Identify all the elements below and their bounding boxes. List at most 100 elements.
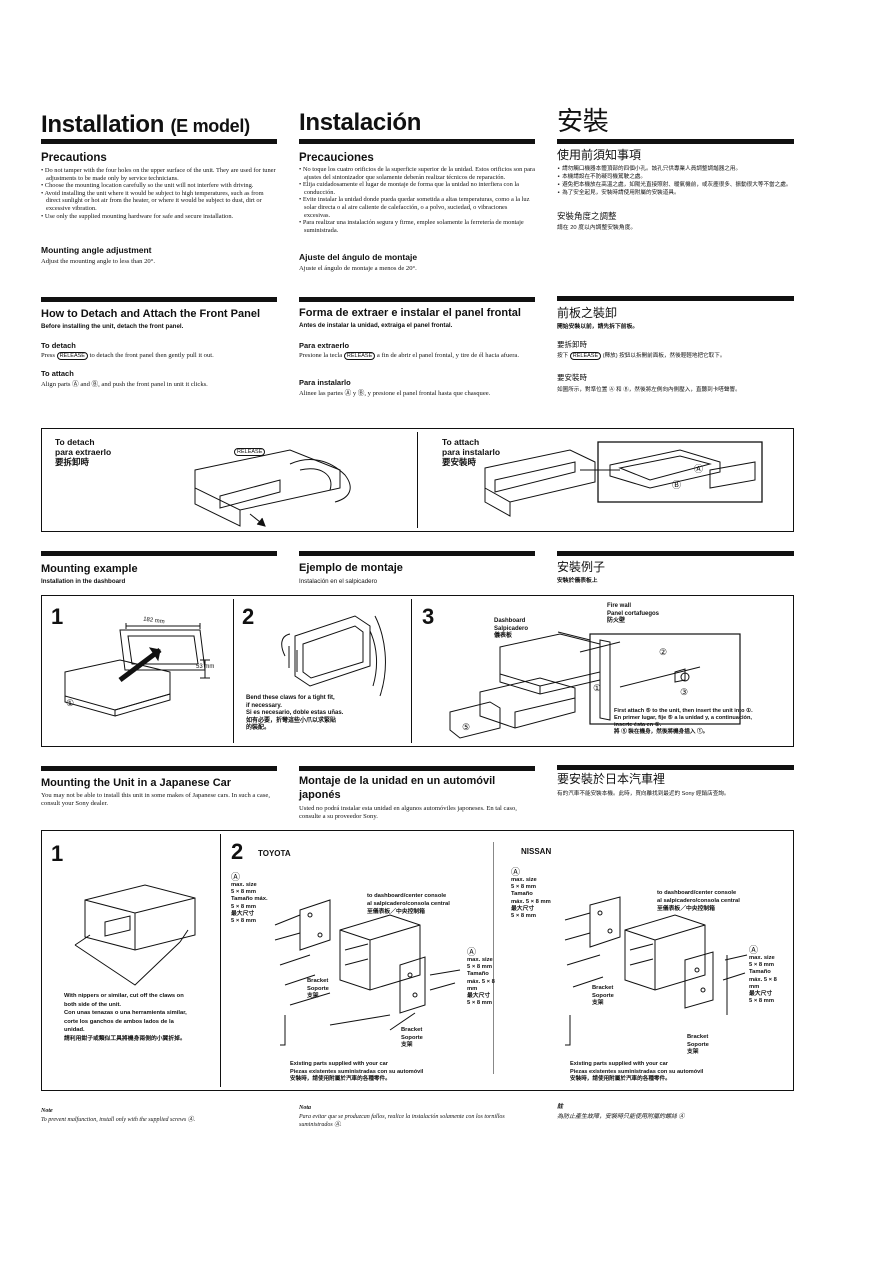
precautions-list-en: Do not tamper with the four holes on the… xyxy=(41,167,279,220)
label-line: 最大尺寸 xyxy=(231,910,255,917)
release-key: RELEASE xyxy=(343,352,376,360)
japanese-divider-2 xyxy=(493,842,494,1074)
attach-text-en: Align parts Ⓐ and Ⓑ, and push the front … xyxy=(41,381,208,388)
label-line: 要安裝時 xyxy=(442,457,477,467)
detach-intro-en: Before installing the unit, detach the f… xyxy=(41,323,184,330)
first-attach-note: First attach ⑤ to the unit, then insert … xyxy=(614,708,753,736)
release-label-figure: RELEASE xyxy=(234,448,266,456)
mark-a-nissan-2: Ⓐ xyxy=(749,945,759,955)
precautions-list-es: No toque los cuatro orificios de la supe… xyxy=(299,166,535,234)
step-number: 3 xyxy=(422,604,435,629)
precaution-item: Do not tamper with the four holes on the… xyxy=(41,167,279,182)
attach-illustration xyxy=(484,441,763,517)
detach-sub-es: Para extraerlo xyxy=(299,341,350,350)
label-line: 安裝時，請使用附屬於汽車的各種零件。 xyxy=(290,1076,391,1082)
label-line: Panel cortafuegos xyxy=(607,610,660,617)
detach-sub-zh: 要拆卸時 xyxy=(557,340,587,349)
detach-intro-zh: 開始安裝以前，請先拆下前板。 xyxy=(557,324,639,330)
mounting-sub-en: Installation in the dashboard xyxy=(41,578,126,585)
detach-post: (釋放) 按鈕以拆開前面板，然後輕輕地把它取下。 xyxy=(602,353,726,359)
label-line: máx. 5 × 8 mm xyxy=(511,898,551,905)
title-es: Instalación xyxy=(299,109,422,136)
dim-height: 53 mm xyxy=(196,664,215,670)
label-line: 5 × 8 mm xyxy=(511,913,536,920)
mounting-rule-es xyxy=(299,551,535,556)
attach-sub-es: Para instalarlo xyxy=(299,378,351,387)
title-rule-en xyxy=(41,139,277,144)
mounting-sub-zh: 安裝於儀表板上 xyxy=(557,578,598,584)
precaution-item: 請勿觸口機器本體頂部的四個小孔。該孔只供專業人員調整調諧器之用。 xyxy=(557,165,795,173)
detach-post: to detach the front panel then gently pu… xyxy=(89,352,214,359)
mounting-heading-es: Ejemplo de montaje xyxy=(299,562,403,574)
note-label-es: Nota xyxy=(299,1105,311,1111)
angle-text-zh: 請在 20 度以內調整安裝角度。 xyxy=(557,225,637,231)
detach-pre: Press xyxy=(41,352,55,359)
mark-a-nissan: Ⓐ xyxy=(511,867,521,877)
mounting-divider-2 xyxy=(411,599,412,743)
precaution-item: 本機請設在不防礙司機駕駛之處。 xyxy=(557,173,795,181)
label-line: 5 × 8 mm xyxy=(467,1000,492,1007)
mark-5: ⑤ xyxy=(462,722,471,732)
existing-parts-toyota: Existing parts supplied with your car Pi… xyxy=(290,1061,423,1084)
japanese-step1-illustration xyxy=(74,884,196,986)
title-en: Installation (E model) xyxy=(41,111,250,140)
label-line: 5 × 8 mm xyxy=(231,889,256,896)
label-line: Tamaño xyxy=(467,971,489,978)
mounting-heading-en: Mounting example xyxy=(41,563,138,575)
label-line: Piezas existentes suministradas con su a… xyxy=(570,1068,704,1075)
label-line: 5 × 8 mm xyxy=(467,964,492,971)
note-line: unidad. xyxy=(64,1027,85,1033)
maxsize-nissan-2: max. size 5 × 8 mm Tamaño máx. 5 × 8 mm … xyxy=(749,955,777,1005)
precaution-item: Evite instalar la unidad donde pueda que… xyxy=(299,196,535,219)
mark-a-toyota-2: Ⓐ xyxy=(467,947,477,957)
label-line: mm xyxy=(467,985,478,992)
note-line: Bend these claws for a tight fit, xyxy=(246,695,335,701)
detach-heading-es: Forma de extraer e instalar el panel fro… xyxy=(299,307,521,319)
note-line: 如有必要，折彎這些小爪以求緊貼 xyxy=(246,717,337,724)
japanese-heading-zh: 要安裝於日本汽車裡 xyxy=(557,772,666,786)
label-line: Tamaño máx. xyxy=(231,896,268,903)
label-line: 最大尺寸 xyxy=(749,991,773,998)
mark-2: ② xyxy=(659,647,668,657)
note-line: corte los ganchos de ambos lados de la xyxy=(64,1018,174,1025)
label-line: Tamaño xyxy=(749,969,771,976)
step-number: 1 xyxy=(51,841,64,866)
angle-heading-zh: 安裝角度之調整 xyxy=(557,211,617,221)
label-line: 最大尺寸 xyxy=(511,905,535,912)
label-line: Salpicadero xyxy=(494,625,529,632)
note-line: En primer lugar, fije ⑤ a la unidad y, a… xyxy=(614,715,752,721)
label-line: Bracket xyxy=(307,978,329,984)
japanese-heading-en: Mounting the Unit in a Japanese Car xyxy=(41,777,232,789)
detach-rule-es xyxy=(299,297,535,302)
japanese-text-es: Usted no podrá instalar esta unidad en a… xyxy=(299,805,517,820)
note-line: Con unas tenazas o una herramienta simil… xyxy=(64,1010,187,1016)
japanese-rule-en xyxy=(41,766,277,771)
bracket-label-nissan: Bracket Soporte 支架 xyxy=(592,985,614,1008)
note-line: if necessary. xyxy=(246,702,282,709)
label-line: 要拆卸時 xyxy=(55,457,90,467)
precautions-heading-es: Precauciones xyxy=(299,152,374,164)
mounting-heading-zh: 安裝例子 xyxy=(557,560,606,574)
label-line: 5 × 8 mm xyxy=(511,884,536,891)
title-zh: 安裝 xyxy=(557,106,609,136)
detach-pre: 按下 xyxy=(557,353,569,359)
japanese-figure xyxy=(41,830,794,1091)
detach-figure-divider xyxy=(417,432,418,528)
note-text-zh: 為防止產生故障，安裝時只能使用附屬的螺絲 Ⓐ xyxy=(557,1114,685,1120)
mounting-rule-zh xyxy=(557,551,794,556)
mounting-step1-illustration xyxy=(64,623,210,717)
bracket-label-toyota-2: Bracket Soporte 支架 xyxy=(401,1027,423,1050)
mark-a: Ⓐ xyxy=(694,464,704,474)
precaution-item: Para realizar una instalación segura y f… xyxy=(299,219,535,234)
note-line: With nippers or similar, cut off the cla… xyxy=(64,993,184,999)
label-line: Tamaño xyxy=(511,891,533,898)
angle-text-en: Adjust the mounting angle to less than 2… xyxy=(41,258,155,265)
detach-text-en: Press RELEASE to detach the front panel … xyxy=(41,352,214,360)
detach-text-zh: 按下 RELEASE (釋放) 按鈕以拆開前面板，然後輕輕地把它取下。 xyxy=(557,352,725,360)
japanese-rule-es xyxy=(299,766,535,771)
angle-heading-es: Ajuste del ángulo de montaje xyxy=(299,252,418,262)
label-line: Bracket xyxy=(401,1027,423,1033)
label-line: max. size xyxy=(511,877,537,883)
label-line: 5 × 8 mm xyxy=(231,903,256,910)
note-line: 的裝配。 xyxy=(246,725,271,731)
